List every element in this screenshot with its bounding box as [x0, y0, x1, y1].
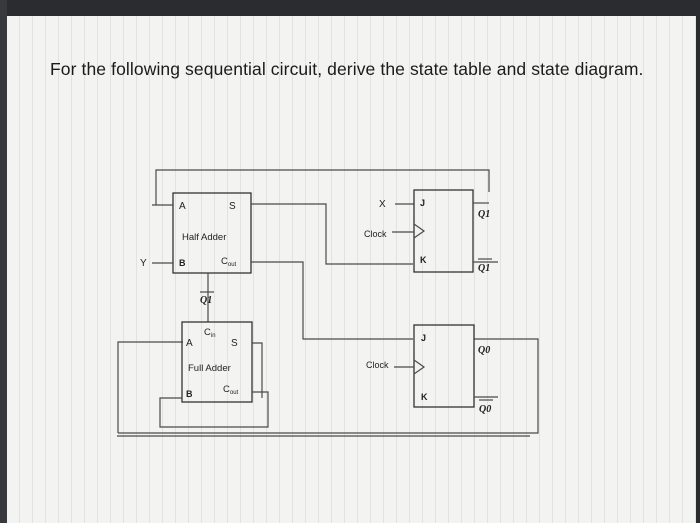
half-adder-input-b-label: B — [179, 258, 186, 268]
half-adder-box — [172, 192, 252, 274]
wire-ha-cout — [251, 261, 413, 340]
jk-flip-flop-0: J K Clock Q0 Q0 — [366, 324, 498, 415]
wire-fa-b-in — [159, 391, 269, 428]
half-adder-title: Half Adder — [182, 232, 226, 243]
full-adder-input-b-label: B — [186, 389, 193, 399]
wire-fa-s-out — [252, 342, 263, 398]
wire-top-frame — [155, 169, 490, 205]
full-adder-box — [181, 321, 253, 403]
flip-flop-0-clock-triangle — [413, 359, 426, 375]
flip-flop-1-box — [413, 189, 474, 273]
jk-flip-flop-1: J K Clock Q1 Q1 — [364, 189, 498, 274]
half-adder: A S Half Adder B Cout — [172, 192, 252, 274]
flip-flop-1-qbar-label: Q1 — [478, 263, 490, 274]
input-y-label: Y — [140, 258, 147, 269]
question-text: For the following sequential circuit, de… — [50, 59, 644, 79]
half-adder-input-a-label: A — [179, 201, 186, 212]
wire-bottom-frame — [117, 341, 183, 433]
flip-flop-1-clock-label: Clock — [364, 229, 387, 239]
flip-flop-0-k-label: K — [421, 392, 428, 402]
full-adder-input-a-label: A — [186, 338, 193, 349]
flip-flop-0-clock-label: Clock — [366, 360, 389, 370]
full-adder-output-s-label: S — [231, 338, 238, 349]
signal-x-label: X — [379, 199, 386, 210]
flip-flop-0-q-label: Q0 — [478, 345, 490, 356]
full-adder: A Cin S Full Adder B Cout — [181, 321, 253, 403]
wire-ha-s — [251, 203, 413, 265]
full-adder-input-cin-label: Cin — [204, 327, 216, 339]
flip-flop-0-box — [413, 324, 475, 408]
top-dark-strip — [0, 0, 700, 16]
flip-flop-1-j-label: J — [420, 198, 425, 208]
left-dark-strip — [0, 0, 7, 523]
flip-flop-1-k-label: K — [420, 255, 427, 265]
wire-bottom-frame-lower — [118, 338, 539, 434]
half-adder-output-s-label: S — [229, 201, 236, 212]
half-adder-output-cout-label: Cout — [221, 256, 237, 268]
full-adder-title: Full Adder — [188, 363, 231, 374]
flip-flop-1-clock-triangle — [413, 223, 426, 239]
full-adder-output-cout-label: Cout — [223, 384, 239, 396]
flip-flop-1-q-label: Q1 — [478, 209, 490, 220]
q1-bar-feedback-label: Q1 — [200, 295, 212, 306]
flip-flop-0-j-label: J — [421, 333, 426, 343]
flip-flop-0-qbar-label: Q0 — [479, 404, 491, 415]
